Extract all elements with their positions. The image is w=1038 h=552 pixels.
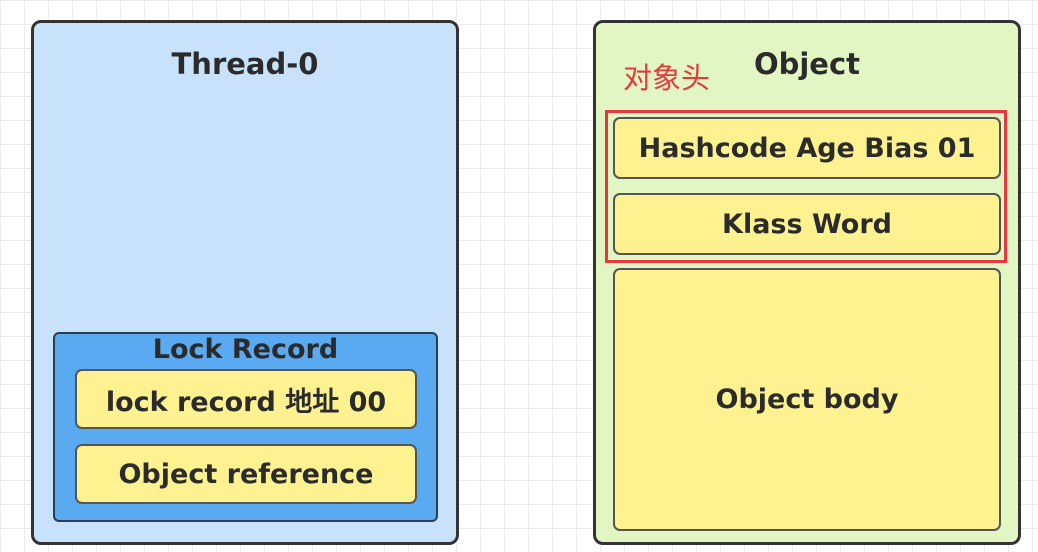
lock-record-address-cell: lock record 地址 00 xyxy=(75,369,417,429)
object-body-cell: Object body xyxy=(613,268,1001,531)
object-header-label: 对象头 xyxy=(623,61,711,95)
object-title: Object xyxy=(753,47,861,81)
mark-word-cell: Hashcode Age Bias 01 xyxy=(613,117,1001,179)
lock-record-title: Lock Record xyxy=(152,334,339,365)
object-reference-cell: Object reference xyxy=(75,444,417,504)
object-header-outline xyxy=(605,110,1007,263)
thread-title: Thread-0 xyxy=(171,47,319,81)
klass-word-cell: Klass Word xyxy=(613,193,1001,255)
